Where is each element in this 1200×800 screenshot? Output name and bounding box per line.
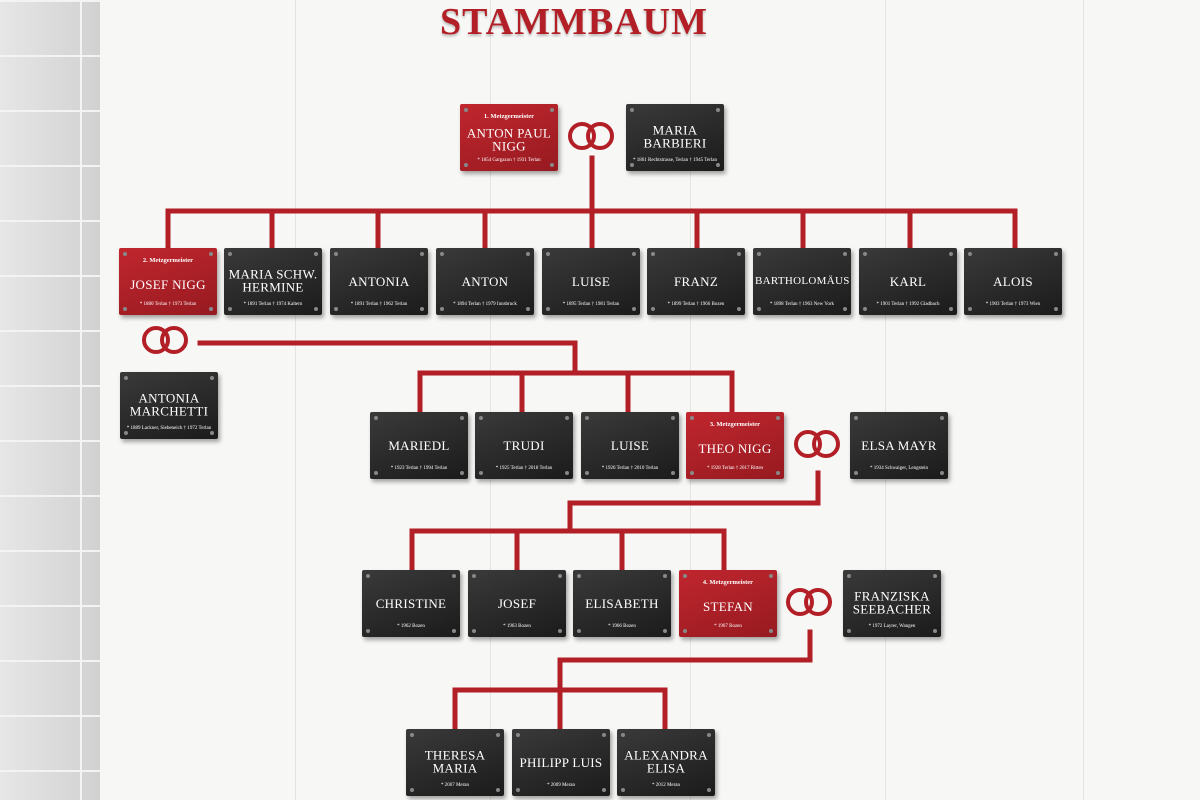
plate-name: ELISABETH <box>585 595 659 611</box>
connector-line <box>417 370 735 413</box>
plate-name: ALEXANDRA ELISA <box>624 747 708 776</box>
plate-josef: JOSEF * 1963 Bozen <box>468 570 566 637</box>
plate-dates: * 1934 Schwaiger, Lengstein <box>869 466 929 471</box>
plate-dates: * 1891 Terlan † 1974 Kaltern <box>243 302 303 307</box>
plate-title: 4. Metzgermeister <box>702 579 754 586</box>
plate-dates: * 1928 Terlan † 2017 Ritten <box>706 466 764 471</box>
connector-line <box>409 528 727 571</box>
plate-alexandra-elisa: ALEXANDRA ELISA * 2012 Meran <box>617 729 715 796</box>
plate-josef-nigg: 2. Metzgermeister JOSEF NIGG * 1880 Terl… <box>119 248 217 315</box>
plate-name: ANTON PAUL NIGG <box>466 125 552 154</box>
wedding-rings-icon <box>792 428 844 464</box>
plate-name: ANTONIA <box>348 273 410 289</box>
connector-line <box>557 629 813 693</box>
plate-dates: * 1901 Terlan † 1992 Gladbach <box>876 302 940 307</box>
plate-name: THEO NIGG <box>698 440 772 456</box>
plate-name: MARIEDL <box>388 437 450 453</box>
wedding-rings-icon <box>566 120 618 156</box>
plate-dates: * 2009 Meran <box>546 783 576 788</box>
plate-name: TRUDI <box>503 437 545 453</box>
wall-panel-seam <box>490 0 491 800</box>
plate-dates: * 1898 Terlan † 1963 New York <box>769 302 835 307</box>
plate-theo-nigg: 3. Metzgermeister THEO NIGG * 1928 Terla… <box>686 412 784 479</box>
plate-maria-barbieri: MARIA BARBIERI * 1861 Rechtstrasse, Terl… <box>626 104 724 171</box>
plate-name: STEFAN <box>703 598 753 614</box>
plate-name: JOSEF NIGG <box>130 276 206 292</box>
plate-mariedl: MARIEDL * 1923 Terlan † 1994 Terlan <box>370 412 468 479</box>
plate-anton: ANTON * 1894 Terlan † 1979 Innsbruck <box>436 248 534 315</box>
plate-philipp-luis: PHILIPP LUIS * 2009 Meran <box>512 729 610 796</box>
plate-dates: * 1861 Rechtstrasse, Terlan † 1945 Terla… <box>633 158 717 163</box>
plate-theresa-maria: THERESA MARIA * 2007 Meran <box>406 729 504 796</box>
brick-wall <box>0 0 100 800</box>
plate-dates: * 1854 Gargazon † 1931 Terlan <box>477 158 541 163</box>
plate-maria-schw-hermine: MARIA SCHW. HERMINE * 1891 Terlan † 1974… <box>224 248 322 315</box>
plate-dates: * 1880 Terlan † 1973 Terlan <box>139 302 197 307</box>
plate-dates: * 1963 Bozen <box>503 624 531 629</box>
plate-name: ALOIS <box>993 273 1033 289</box>
connector-line <box>452 687 668 730</box>
plate-name: KARL <box>889 273 927 289</box>
plate-stefan: 4. Metzgermeister STEFAN * 1967 Bozen <box>679 570 777 637</box>
plate-dates: * 1891 Terlan † 1962 Terlan <box>350 302 408 307</box>
plate-luise: LUISE * 1895 Terlan † 1981 Terlan <box>542 248 640 315</box>
plate-antonia: ANTONIA * 1891 Terlan † 1962 Terlan <box>330 248 428 315</box>
plate-dates: * 1889 Lackner, Siebeneich † 1972 Terlan <box>126 426 212 431</box>
plate-title: 2. Metzgermeister <box>142 257 194 264</box>
plate-name: BARTHOLOMÄUS <box>755 274 850 287</box>
plate-name: ANTON <box>461 273 509 289</box>
wall-panel-seam <box>885 0 886 800</box>
plate-dates: * 2012 Meran <box>651 783 681 788</box>
wall-panel-seam <box>1083 0 1084 800</box>
plate-name: CHRISTINE <box>375 595 447 611</box>
plate-name: LUISE <box>571 273 611 289</box>
plate-alois: ALOIS * 1903 Terlan † 1973 Wien <box>964 248 1062 315</box>
plate-dates: * 1899 Terlan † 1966 Bozen <box>667 302 725 307</box>
plate-name: THERESA MARIA <box>424 747 486 776</box>
connector-line <box>567 470 821 534</box>
connector-line <box>165 208 1018 249</box>
plate-dates: * 1894 Terlan † 1979 Innsbruck <box>453 302 517 307</box>
plate-dates: * 1926 Terlan † 2010 Terlan <box>601 466 659 471</box>
plate-dates: * 1967 Bozen <box>714 624 742 629</box>
plate-dates: * 1972 Layrer, Wangen <box>868 624 916 629</box>
plate-name: MARIA SCHW. HERMINE <box>228 266 318 295</box>
wall-panel-seam <box>295 0 296 800</box>
connector-line <box>197 340 578 376</box>
plate-name: MARIA BARBIERI <box>643 122 707 151</box>
plate-name: FRANZISKA SEEBACHER <box>852 588 932 617</box>
plate-dates: * 1925 Terlan † 2018 Terlan <box>495 466 553 471</box>
plate-anton-paul-nigg: 1. Metzgermeister ANTON PAUL NIGG * 1854… <box>460 104 558 171</box>
plate-bartholomaeus: BARTHOLOMÄUS * 1898 Terlan † 1963 New Yo… <box>753 248 851 315</box>
plate-title: 1. Metzgermeister <box>483 113 535 120</box>
wall-panel-seam <box>690 0 691 800</box>
plate-elisabeth: ELISABETH * 1966 Bozen <box>573 570 671 637</box>
plate-franz: FRANZ * 1899 Terlan † 1966 Bozen <box>647 248 745 315</box>
plate-dates: * 1962 Bozen <box>397 624 425 629</box>
plate-dates: * 1895 Terlan † 1981 Terlan <box>562 302 620 307</box>
plate-karl: KARL * 1901 Terlan † 1992 Gladbach <box>859 248 957 315</box>
plate-elsa-mayr: ELSA MAYR * 1934 Schwaiger, Lengstein <box>850 412 948 479</box>
plate-antonia-marchetti: ANTONIA MARCHETTI * 1889 Lackner, Sieben… <box>120 372 218 439</box>
plate-name: JOSEF <box>497 595 537 611</box>
wedding-rings-icon <box>140 324 192 360</box>
plate-title: 3. Metzgermeister <box>709 421 761 428</box>
plate-franziska-seebacher: FRANZISKA SEEBACHER * 1972 Layrer, Wange… <box>843 570 941 637</box>
plate-name: ELSA MAYR <box>861 437 937 453</box>
plate-christine: CHRISTINE * 1962 Bozen <box>362 570 460 637</box>
plate-name: LUISE <box>610 437 650 453</box>
title-text: STAMMBAUM <box>440 1 708 43</box>
plate-dates: * 1903 Terlan † 1973 Wien <box>985 302 1041 307</box>
plate-name: PHILIPP LUIS <box>519 754 603 770</box>
wedding-rings-icon <box>784 586 836 622</box>
plate-dates: * 1966 Bozen <box>608 624 636 629</box>
plate-name: ANTONIA MARCHETTI <box>129 390 209 419</box>
plate-dates: * 1923 Terlan † 1994 Terlan <box>390 466 448 471</box>
plate-dates: * 2007 Meran <box>440 783 470 788</box>
plate-luise-2: LUISE * 1926 Terlan † 2010 Terlan <box>581 412 679 479</box>
plate-trudi: TRUDI * 1925 Terlan † 2018 Terlan <box>475 412 573 479</box>
plate-name: FRANZ <box>673 273 719 289</box>
